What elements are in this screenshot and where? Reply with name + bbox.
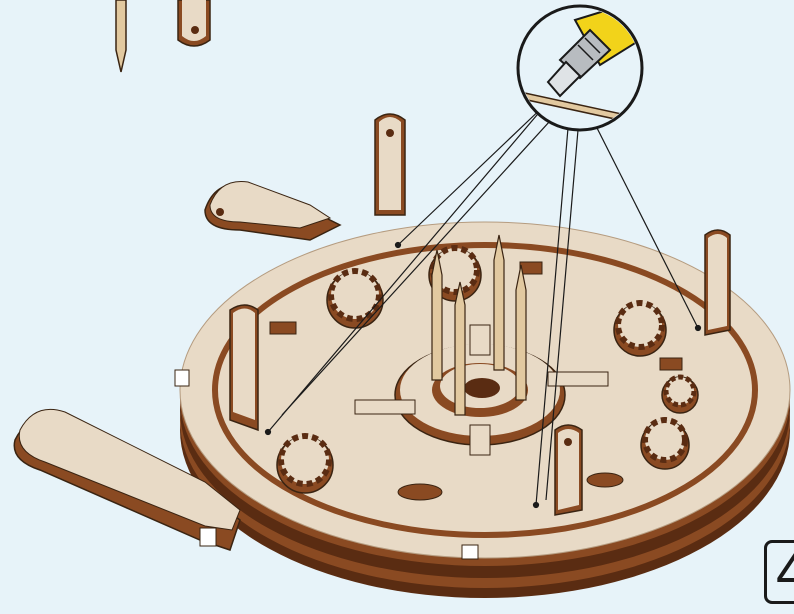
peg-bottom: [555, 425, 582, 515]
peg-right: [705, 230, 730, 335]
step-number: 4: [776, 540, 794, 604]
upper-left-arm: [205, 181, 340, 240]
peg-left: [230, 305, 258, 430]
peg-top: [375, 114, 405, 215]
toothpick-icon: [116, 0, 126, 72]
wooden-peg-icon: [178, 0, 210, 46]
magnifier-callout: [518, 0, 642, 130]
